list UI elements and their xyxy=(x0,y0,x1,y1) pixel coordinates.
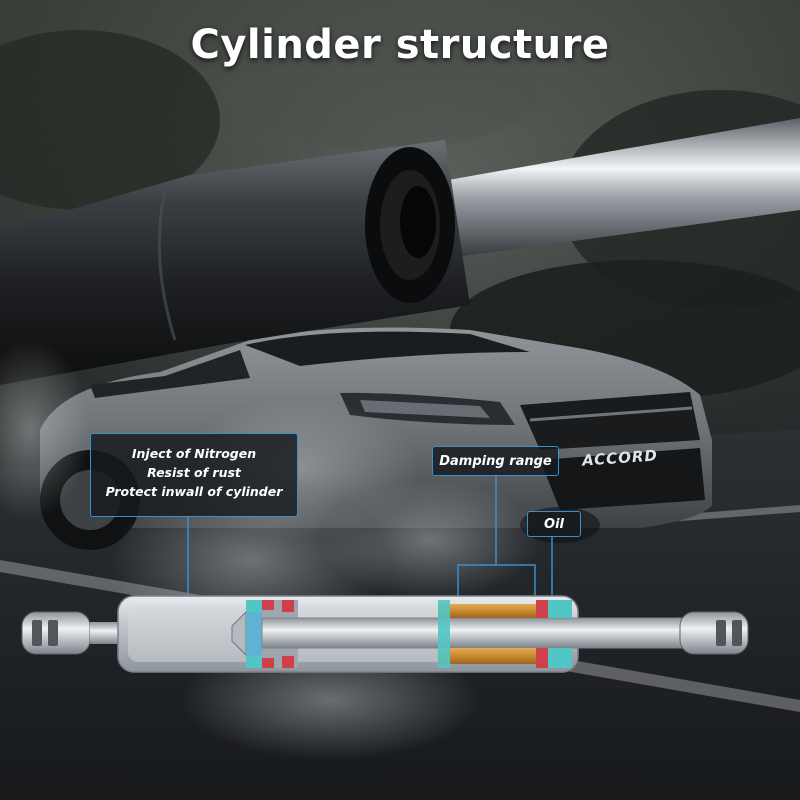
nitrogen-callout: Inject of Nitrogen Resist of rust Protec… xyxy=(90,433,298,517)
callout-connectors xyxy=(187,476,553,634)
left-end-fitting xyxy=(21,611,120,655)
gas-strut-closeup xyxy=(0,118,800,385)
nitrogen-callout-line-2: Resist of rust xyxy=(147,465,241,480)
rod-seals xyxy=(536,600,572,668)
oil-callout: Oil xyxy=(527,511,581,537)
page-title: Cylinder structure xyxy=(190,22,610,68)
oil-chamber xyxy=(438,600,536,668)
right-end-fitting xyxy=(679,611,749,655)
nitrogen-callout-line-3: Protect inwall of cylinder xyxy=(105,484,283,499)
strut-cutaway-diagram xyxy=(21,595,749,673)
nitrogen-callout-line-1: Inject of Nitrogen xyxy=(131,446,257,461)
damping-range-callout: Damping range xyxy=(432,446,559,476)
